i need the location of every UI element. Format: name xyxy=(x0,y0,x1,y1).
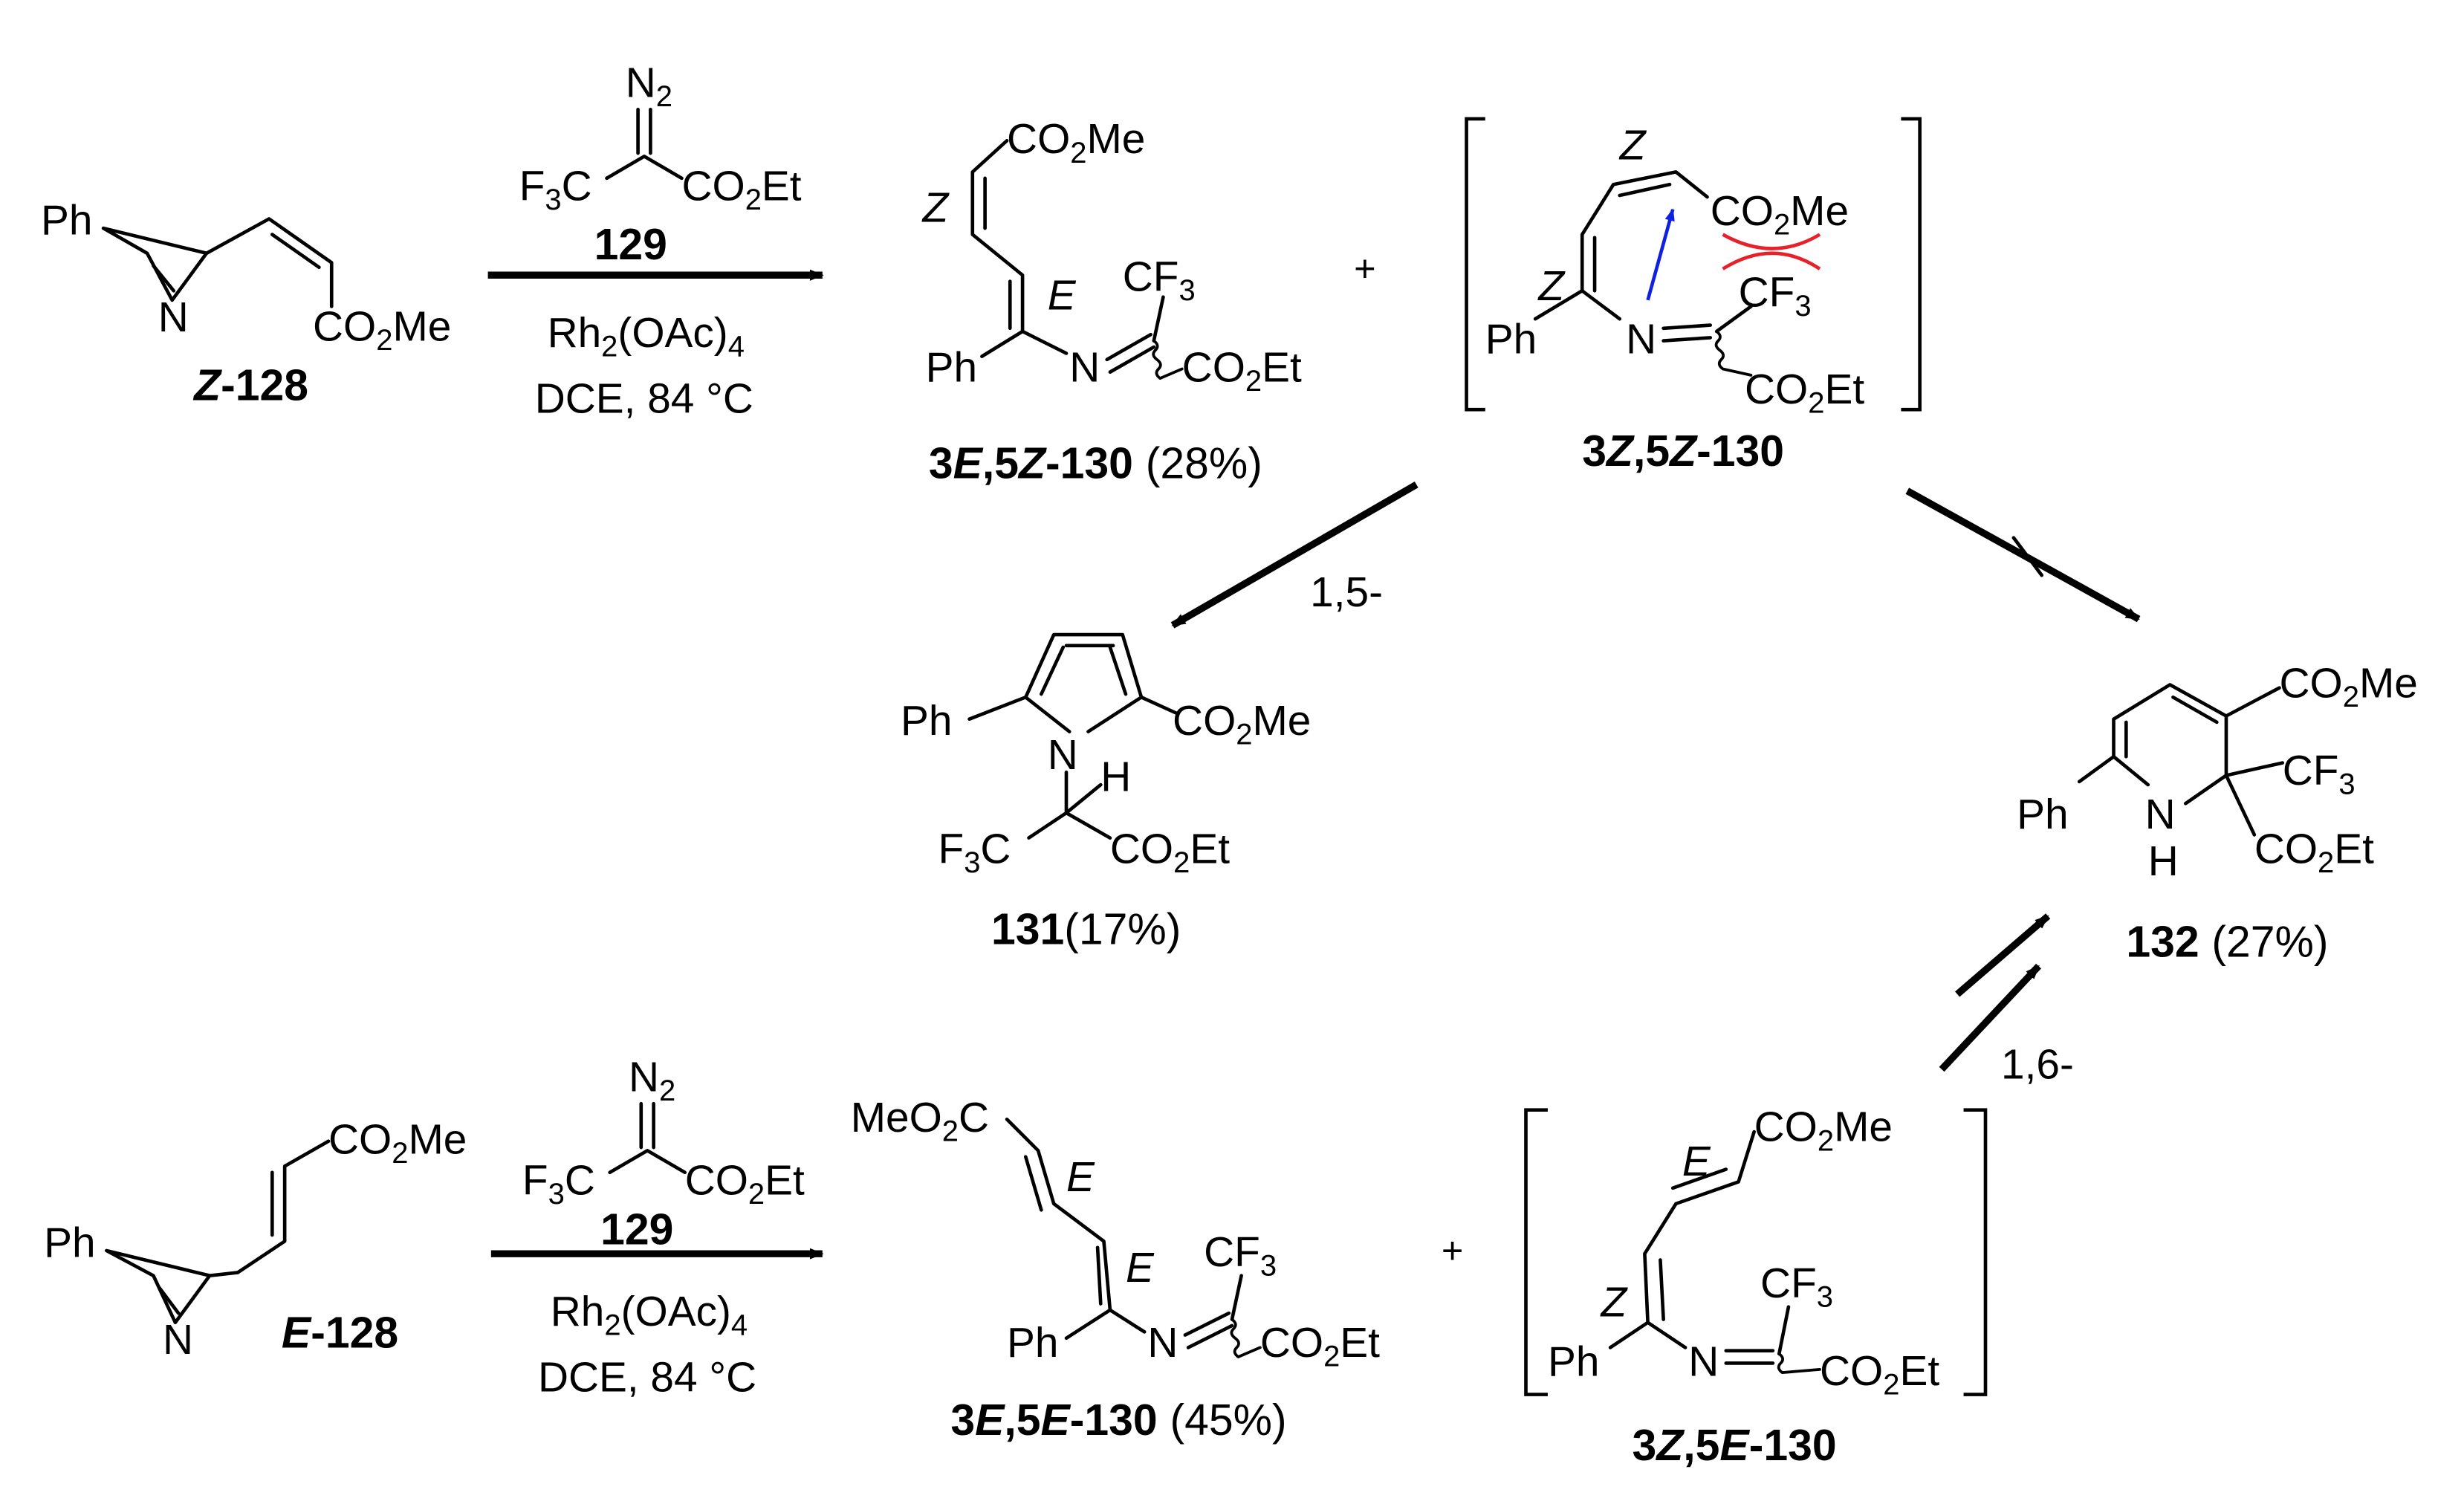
132-nh-h: H xyxy=(2148,838,2179,885)
catalyst-bottom: Rh2(OAc)4 xyxy=(551,1289,748,1342)
solvent-top: DCE, 84 °C xyxy=(535,375,753,422)
arrow-to-132-blocked xyxy=(1905,487,2141,623)
131-label: 131(17%) xyxy=(991,906,1181,954)
pathway-1-5: 1,5- xyxy=(1310,569,1383,616)
132-nh-n: N xyxy=(2145,791,2176,838)
co2et-bottom: CO2Et xyxy=(685,1157,805,1211)
z128-azirine-ring xyxy=(101,226,209,302)
approach-arrow xyxy=(1646,208,1675,301)
conditions-top: N2 F3C CO2Et 129 Rh2(OAc)4 DCE, 84 °C xyxy=(487,59,824,422)
3e5e-n: N xyxy=(1147,1320,1178,1367)
3z5e-cf3: CF3 xyxy=(1760,1260,1833,1314)
3z5z-co2et: CO2Et xyxy=(1745,366,1864,420)
e128-label: E-128 xyxy=(282,1309,398,1357)
3e5e-co2et: CO2Et xyxy=(1260,1320,1380,1373)
e128-n: N xyxy=(163,1317,193,1364)
compound-132: Ph N H CO2Me CF3 CO2Et 132(27%) xyxy=(2017,660,2418,966)
3e5e-ph: Ph xyxy=(1007,1320,1058,1367)
3z5e-label: 3Z,5E-130 xyxy=(1633,1422,1837,1470)
plus-bottom: + xyxy=(1442,1229,1463,1271)
131-h: H xyxy=(1100,754,1131,800)
3z5e-z-label: Z xyxy=(1599,1279,1628,1326)
compound-3z5z-130: Z Z CO2Me Ph N CF3 CO2Et 3Z,5Z-130 xyxy=(1465,117,1922,476)
3e5e-e-top: E xyxy=(1066,1154,1095,1201)
steric-clash-lower xyxy=(1722,251,1821,270)
3e5e-meo2c: MeO2C xyxy=(851,1095,989,1148)
blocked-mark xyxy=(2011,536,2044,577)
conditions-bottom: N2 F3C CO2Et 129 Rh2(OAc)4 DCE, 84 °C xyxy=(490,1054,824,1401)
3e5z-z-label: Z xyxy=(921,185,950,232)
3e5e-label: 3E,5E-130(45%) xyxy=(950,1396,1286,1445)
3z5z-n: N xyxy=(1626,316,1656,363)
3e5z-co2me: CO2Me xyxy=(1007,116,1145,169)
3e5z-co2et: CO2Et xyxy=(1182,344,1302,398)
3z5z-co2me: CO2Me xyxy=(1711,188,1849,242)
z128-n: N xyxy=(158,294,189,341)
reagent-129-bottom: 129 xyxy=(600,1206,673,1254)
steric-clash-upper xyxy=(1722,233,1821,250)
pathway-1-6: 1,6- xyxy=(2001,1042,2074,1089)
3z5e-n: N xyxy=(1688,1338,1719,1385)
3z5e-co2me: CO2Me xyxy=(1754,1104,1893,1158)
arrow-to-132-a xyxy=(1955,913,2051,997)
131-co2me: CO2Me xyxy=(1173,698,1311,751)
3e5z-label: 3E,5Z-130(28%) xyxy=(929,440,1262,488)
arrow-to-131 xyxy=(1170,482,1419,629)
3z5e-ph: Ph xyxy=(1548,1338,1599,1385)
catalyst-top: Rh2(OAc)4 xyxy=(548,310,745,363)
z128-co2me: CO2Me xyxy=(313,304,451,357)
compound-3e5z-130: CO2Me Z E Ph N CF3 CO2Et 3E,5Z-130(28%) xyxy=(921,116,1302,488)
solvent-bottom: DCE, 84 °C xyxy=(538,1354,756,1401)
compound-3z5e-130: CO2Me E Z Ph N CF3 CO2Et 3Z,5E-130 xyxy=(1524,1104,1988,1470)
3e5z-ph: Ph xyxy=(926,344,977,391)
131-n: N xyxy=(1048,732,1078,779)
3z5e-e-label: E xyxy=(1682,1138,1711,1185)
132-ph: Ph xyxy=(2017,791,2068,838)
compound-3e5e-130: MeO2C E E Ph N CF3 CO2Et 3E,5E-130(45%) xyxy=(851,1095,1380,1445)
3e5z-n: N xyxy=(1069,344,1100,391)
reagent-129-top: 129 xyxy=(594,221,667,269)
z128-ph: Ph xyxy=(41,198,92,244)
f3c-top: F3C xyxy=(519,163,592,216)
3z5z-label: 3Z,5Z-130 xyxy=(1582,427,1784,476)
131-co2et: CO2Et xyxy=(1110,826,1230,879)
n2-bottom: N2 xyxy=(629,1054,675,1107)
plus-top: + xyxy=(1354,247,1375,290)
e128-azirine-ring xyxy=(104,1248,212,1325)
132-co2me: CO2Me xyxy=(2280,660,2418,713)
compound-131: Ph CO2Me N H F3C CO2Et 131(17%) xyxy=(901,632,1311,954)
3e5e-cf3: CF3 xyxy=(1204,1229,1277,1283)
3z5z-z-top: Z xyxy=(1618,123,1647,169)
compound-e128: CO2Me Ph N E-128 xyxy=(44,1117,467,1364)
e128-ph: Ph xyxy=(44,1219,95,1266)
z128-label: Z-128 xyxy=(192,362,308,410)
131-ph: Ph xyxy=(901,698,952,745)
compound-z128: Ph N CO2Me Z-128 xyxy=(41,198,451,410)
f3c-bottom: F3C xyxy=(522,1157,595,1211)
132-co2et: CO2Et xyxy=(2254,826,2374,879)
3z5z-cf3: CF3 xyxy=(1739,269,1812,323)
e128-co2me: CO2Me xyxy=(328,1117,467,1170)
3z5e-co2et: CO2Et xyxy=(1820,1348,1939,1401)
132-label: 132(27%) xyxy=(2126,918,2328,966)
132-cf3: CF3 xyxy=(2283,748,2356,801)
3e5e-e-mid: E xyxy=(1126,1245,1155,1292)
n2-top: N2 xyxy=(626,59,672,113)
co2et-top: CO2Et xyxy=(681,163,801,216)
3z5z-ph: Ph xyxy=(1485,316,1537,363)
3e5z-cf3: CF3 xyxy=(1123,253,1196,307)
131-f3c: F3C xyxy=(938,826,1011,879)
arrow-to-132-b xyxy=(1939,963,2041,1072)
3e5z-e-label: E xyxy=(1048,273,1077,320)
